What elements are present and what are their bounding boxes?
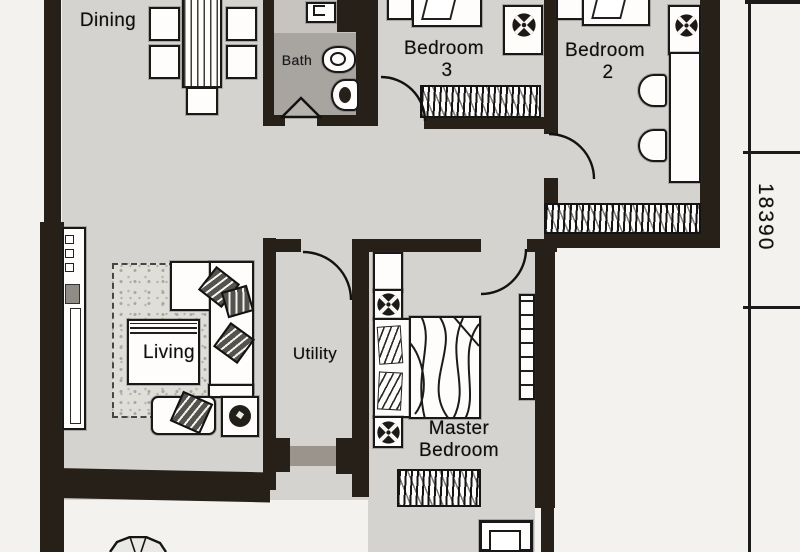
door-arc — [548, 132, 596, 180]
dining-chair — [149, 45, 180, 79]
chair — [638, 74, 667, 107]
wall — [263, 238, 276, 490]
fan-icon — [377, 421, 400, 444]
wall — [369, 239, 481, 252]
dining-chair — [226, 7, 257, 41]
toilet-bowl — [339, 87, 351, 103]
room-label-bath: Bath — [281, 52, 313, 68]
tv-unit-shelf — [65, 249, 74, 258]
wall — [263, 0, 274, 126]
wall — [424, 117, 558, 129]
radiator — [519, 294, 535, 400]
plant-icon — [109, 536, 167, 552]
room-label-utility: Utility — [292, 344, 338, 363]
wall — [336, 438, 358, 474]
tv-unit-shelf — [65, 235, 74, 244]
wardrobe — [397, 469, 481, 507]
dimension-tick — [745, 0, 800, 4]
toilet-icon — [331, 79, 359, 111]
sink-bowl — [313, 5, 325, 16]
dining-chair — [149, 7, 180, 41]
bed-duvet-pattern — [409, 316, 480, 419]
door-arc — [380, 75, 427, 122]
dining-chair — [226, 45, 257, 79]
wardrobe — [420, 85, 541, 118]
fan-icon — [512, 13, 536, 37]
basin-bowl — [330, 52, 346, 66]
cabinet — [373, 252, 403, 292]
wall — [544, 232, 720, 248]
wall — [263, 115, 285, 126]
dimension-tick — [743, 151, 800, 154]
room-label-bedroom2: Bedroom — [565, 40, 645, 61]
room-label-master-line2: Bedroom — [419, 440, 499, 461]
tv-unit-inner — [70, 308, 81, 424]
wall — [317, 115, 370, 126]
wall — [544, 0, 558, 134]
wall — [541, 508, 554, 552]
dimension-line — [748, 0, 751, 552]
room-label-bedroom3: Bedroom — [404, 38, 484, 59]
room-number-bedroom2: 2 — [602, 62, 614, 83]
door-arc — [302, 250, 353, 301]
room-label-living: Living — [142, 342, 196, 363]
coffee-table-lines — [130, 323, 197, 334]
dining-chair — [186, 87, 218, 115]
room-label-master-line1: Master — [428, 418, 490, 439]
door-arc — [480, 248, 528, 296]
wall — [700, 0, 720, 247]
chair — [638, 129, 667, 162]
tv-icon — [65, 284, 80, 304]
shower-icon — [280, 96, 322, 119]
dimension-tick — [743, 306, 800, 309]
dimension-value: 18390 — [754, 183, 777, 252]
room-number-bedroom3: 3 — [441, 60, 453, 81]
wall — [356, 0, 378, 126]
wall — [352, 239, 369, 497]
room-label-dining: Dining — [79, 10, 137, 31]
balcony-door-threshold — [290, 446, 336, 466]
bath-duct — [337, 0, 358, 32]
wall — [266, 438, 290, 472]
wardrobe — [544, 203, 701, 234]
wall — [535, 245, 555, 508]
tv-unit-shelf — [65, 263, 74, 272]
fan-icon — [377, 293, 400, 316]
wall — [44, 0, 61, 228]
desk — [669, 52, 701, 183]
stool-seat — [489, 530, 521, 552]
fan-icon — [675, 14, 698, 37]
dining-table — [182, 0, 222, 88]
